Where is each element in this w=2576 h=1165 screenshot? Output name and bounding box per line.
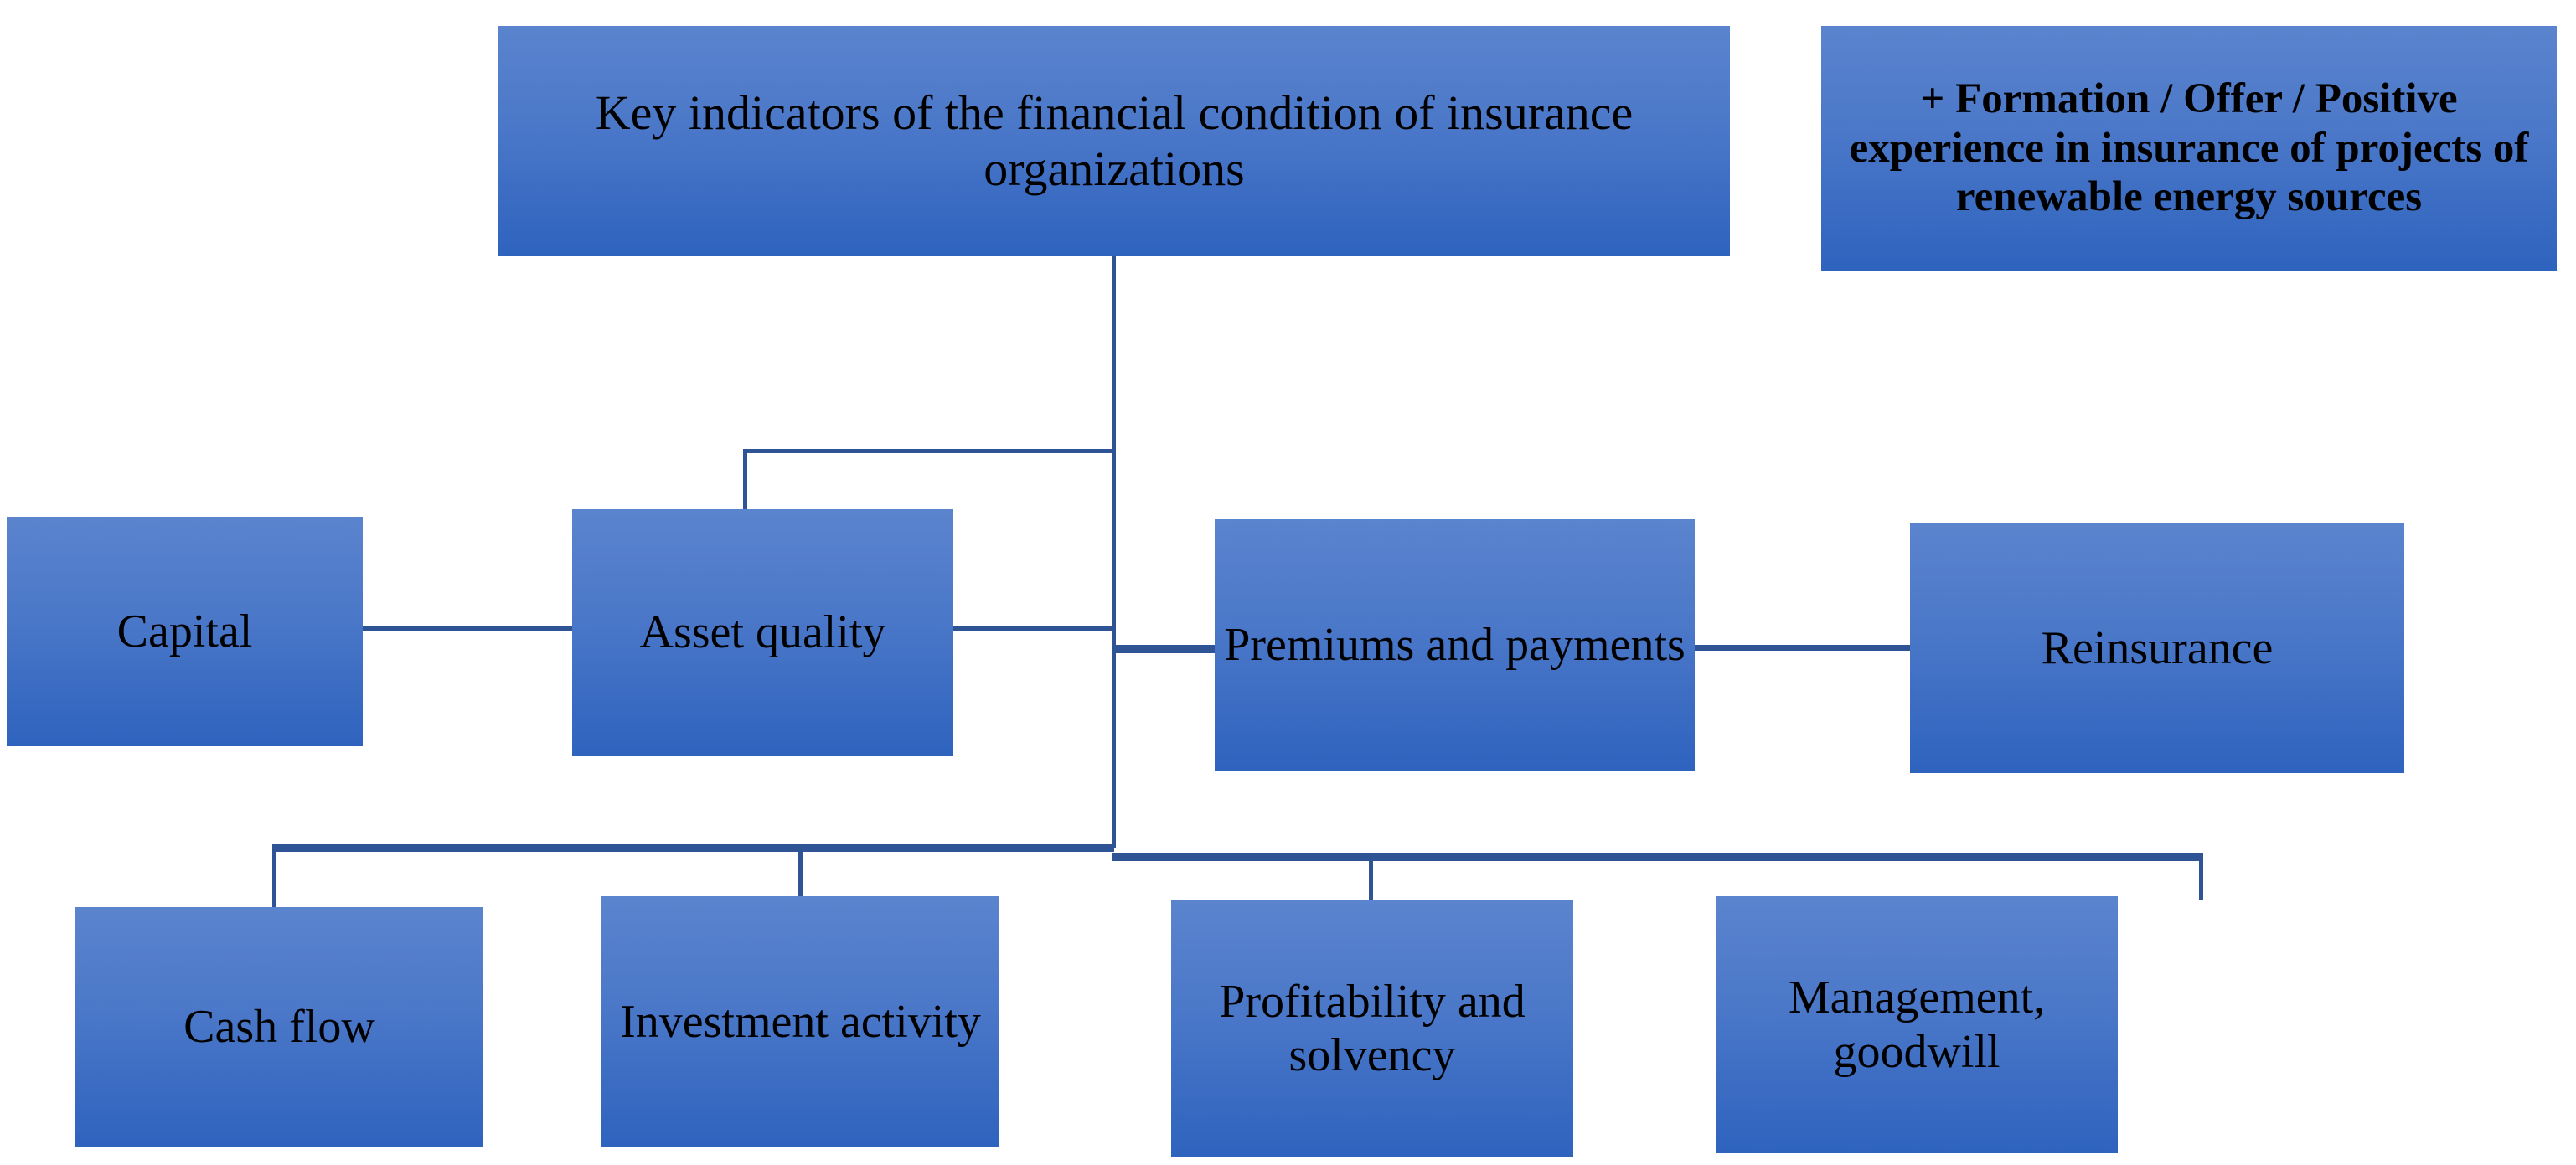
node-root-label: Key indicators of the financial conditio… [595,85,1634,196]
connector-bottom-bus-left [272,844,1114,852]
node-cash-flow[interactable]: Cash flow [75,907,483,1147]
connector-drop-cash-flow [272,844,276,910]
node-premiums-and-payments-label: Premiums and payments [1224,618,1685,671]
node-profitability-and-solvency-label: Profitability and solvency [1219,975,1525,1081]
node-note-formation-offer[interactable]: + Formation / Offer / Positive experienc… [1821,26,2557,271]
node-capital-label: Capital [116,605,253,657]
node-investment-activity-label: Investment activity [620,995,981,1048]
node-root-key-indicators[interactable]: Key indicators of the financial conditio… [498,26,1730,256]
connector-drop-management [2199,853,2203,900]
connector-asset-quality-to-trunk [951,626,1116,631]
connector-bottom-bus-right [1112,853,2202,861]
node-capital[interactable]: Capital [7,517,363,746]
node-reinsurance-label: Reinsurance [2041,621,2274,674]
node-note-label: + Formation / Offer / Positive experienc… [1849,75,2529,221]
connector-premiums-to-reinsurance [1693,645,1913,651]
node-asset-quality[interactable]: Asset quality [572,509,953,756]
node-asset-quality-label: Asset quality [639,606,886,659]
connector-branch-asset-vertical [743,449,747,513]
node-management-goodwill[interactable]: Management, goodwill [1716,896,2118,1153]
connector-trunk-to-premiums [1112,645,1219,653]
node-reinsurance[interactable]: Reinsurance [1910,523,2404,773]
connector-capital-to-asset-quality [363,626,575,631]
node-premiums-and-payments[interactable]: Premiums and payments [1215,519,1695,771]
node-investment-activity[interactable]: Investment activity [601,896,999,1147]
node-profitability-and-solvency[interactable]: Profitability and solvency [1171,900,1573,1157]
connector-drop-investment-activity [798,844,803,900]
connector-drop-profitability [1369,853,1373,904]
node-management-goodwill-label: Management, goodwill [1788,972,2046,1078]
node-cash-flow-label: Cash flow [183,1000,375,1053]
connector-root-trunk [1112,256,1116,848]
connector-branch-asset-horizontal [743,449,1114,453]
